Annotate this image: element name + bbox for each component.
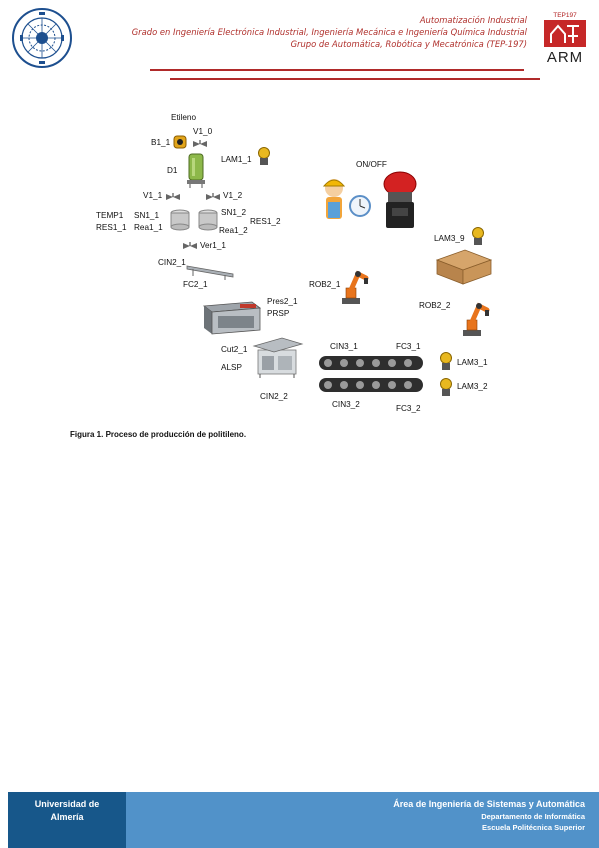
- arm-group-logo: TEP197 ARM: [544, 12, 586, 66]
- cardboard-box-icon: [435, 249, 493, 285]
- footer-university-line2: Almería: [50, 812, 84, 822]
- emergency-on-off-button-icon: [383, 171, 417, 228]
- operator-clock-icon: [322, 179, 371, 219]
- lamp-lam3-9-icon: [472, 227, 484, 245]
- label-lam3-9: LAM3_9: [434, 234, 465, 243]
- conveyor-cin2-1-icon: [186, 265, 234, 280]
- label-lam3-1: LAM3_1: [457, 358, 488, 367]
- logo-code: TEP197: [553, 12, 577, 19]
- label-rea1-1: Rea1_1: [134, 223, 163, 232]
- press-pres2-1-icon: [202, 301, 262, 335]
- header-line-3: Grupo de Automática, Robótica y Mecatrón…: [290, 39, 527, 49]
- label-rob2-1: ROB2_1: [309, 280, 341, 289]
- label-fc3-2: FC3_2: [396, 404, 421, 413]
- conveyor-cin3-1-icon: [319, 356, 423, 370]
- label-lam1-1: LAM1_1: [221, 155, 252, 164]
- valve-v1-1-icon: [166, 193, 180, 200]
- label-fc2-1: FC2_1: [183, 280, 208, 289]
- robot-rob2-1-icon: [342, 270, 369, 304]
- lamp-lam1-1-icon: [258, 147, 270, 165]
- label-d1: D1: [167, 166, 178, 175]
- label-v1-2: V1_2: [223, 191, 243, 200]
- label-on-off: ON/OFF: [356, 160, 387, 169]
- footer-department-block: Área de Ingeniería de Sistemas y Automát…: [126, 792, 599, 848]
- robot-rob2-2-icon: [463, 302, 490, 336]
- header-rule-top: [150, 69, 524, 71]
- label-cin3-1: CIN3_1: [330, 342, 358, 351]
- footer-school: Escuela Politécnica Superior: [482, 823, 585, 832]
- reactor-rea1-2-icon: [198, 209, 218, 231]
- label-rob2-2: ROB2_2: [419, 301, 451, 310]
- reactor-rea1-1-icon: [170, 209, 190, 231]
- pump-b1-icon: [173, 135, 187, 149]
- label-etileno: Etileno: [171, 113, 197, 122]
- figure-caption: Figura 1. Proceso de producción de polit…: [70, 430, 246, 439]
- header-line-1: Automatización Industrial: [419, 15, 527, 25]
- label-pres2-1: Pres2_1: [267, 297, 298, 306]
- label-res1-1: RES1_1: [96, 223, 127, 232]
- label-v1-0: V1_0: [193, 127, 213, 136]
- logo-name: ARM: [547, 49, 583, 66]
- label-temp1: TEMP1: [96, 211, 124, 220]
- label-prsp: PRSP: [267, 309, 290, 318]
- label-fc3-1: FC3_1: [396, 342, 421, 351]
- label-b1-1: B1_1: [151, 138, 171, 147]
- valve-v1-2-icon: [206, 193, 220, 200]
- label-cin2-1: CIN2_1: [158, 258, 186, 267]
- conveyor-cin3-2-icon: [319, 378, 423, 392]
- caption-text: Proceso de producción de politileno.: [105, 430, 247, 439]
- header-rule-bottom: [170, 78, 540, 80]
- label-ver1-1: Ver1_1: [200, 241, 226, 250]
- valve-v1-0-icon: [193, 140, 207, 147]
- lamp-lam3-2-icon: [440, 378, 452, 396]
- footer-university-block: Universidad de Almería: [8, 792, 126, 848]
- footer-department: Departamento de Informática: [481, 812, 585, 821]
- label-cin2-2: CIN2_2: [260, 392, 288, 401]
- caption-prefix: Figura 1.: [70, 430, 104, 439]
- label-res1-2: RES1_2: [250, 217, 281, 226]
- lamp-lam3-1-icon: [440, 352, 452, 370]
- label-cin3-2: CIN3_2: [332, 400, 360, 409]
- cutter-cut2-1-icon: [252, 337, 304, 378]
- university-seal-logo: [12, 8, 72, 68]
- header-line-2: Grado en Ingeniería Electrónica Industri…: [131, 27, 527, 37]
- footer-university-line1: Universidad de: [34, 799, 100, 809]
- label-sn1-2: SN1_2: [221, 208, 247, 217]
- label-lam3-2: LAM3_2: [457, 382, 488, 391]
- label-sn1-1: SN1_1: [134, 211, 160, 220]
- footer-area: Área de Ingeniería de Sistemas y Automát…: [393, 799, 585, 809]
- tank-d1-icon: [187, 153, 205, 188]
- label-cut2-1: Cut2_1: [221, 345, 248, 354]
- label-rea1-2: Rea1_2: [219, 226, 248, 235]
- valve-ver1-1-icon: [183, 242, 197, 249]
- label-v1-1: V1_1: [143, 191, 163, 200]
- label-alsp: ALSP: [221, 363, 242, 372]
